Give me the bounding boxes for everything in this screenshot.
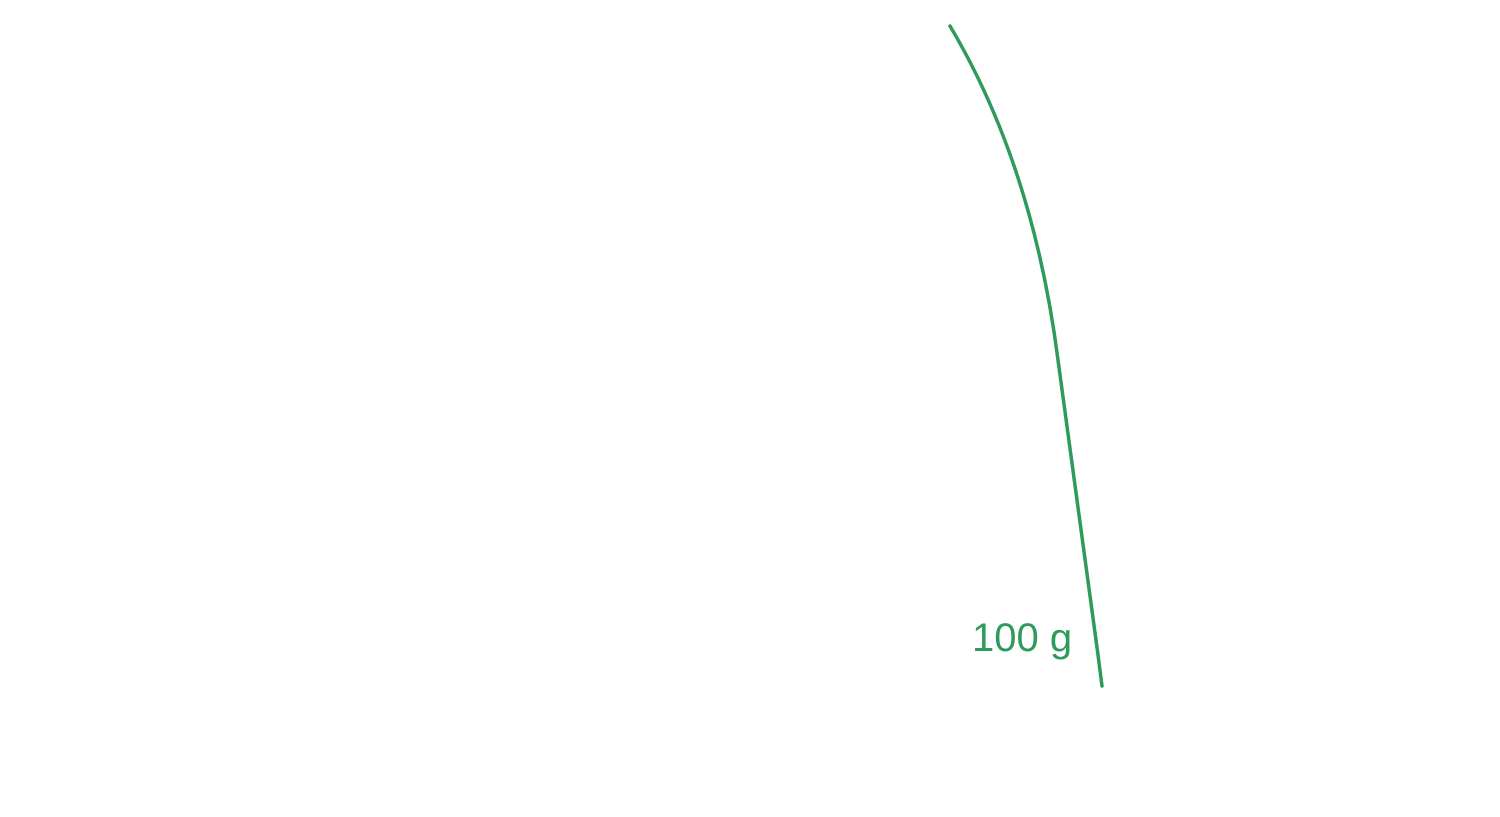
curve-label: 100 g: [972, 616, 1072, 660]
mass-curve: [948, 24, 1104, 688]
